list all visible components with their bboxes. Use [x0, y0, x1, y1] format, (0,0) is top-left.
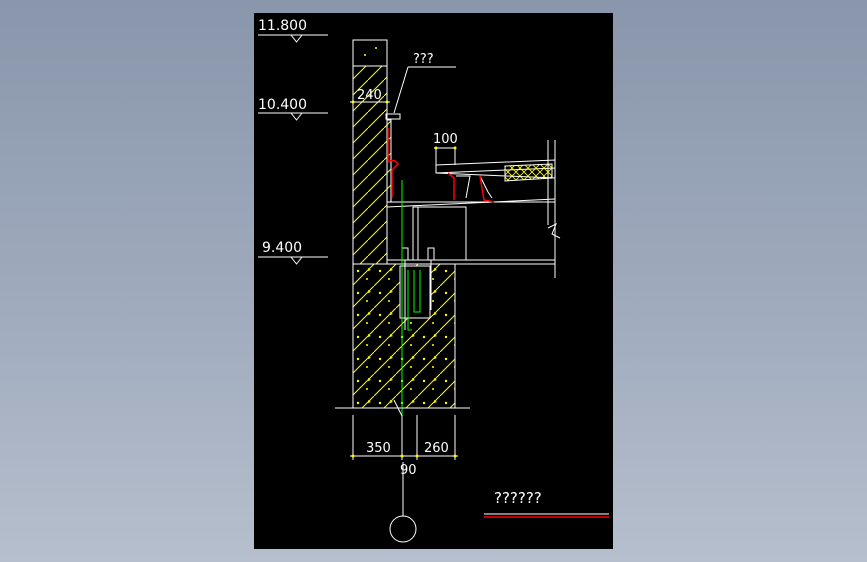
dimension-text: 90	[400, 463, 417, 478]
level-label: 10.400	[258, 97, 307, 113]
dimension-top-width: 240	[350, 88, 390, 104]
dimension-bottom	[350, 415, 458, 460]
rebar	[401, 180, 421, 420]
dimension-text: 100	[433, 132, 458, 147]
level-marker-9400: 9.400	[258, 240, 328, 265]
level-marker-10400: 10.400	[258, 97, 328, 121]
parapet-cap	[352, 39, 388, 67]
flashing	[387, 128, 495, 203]
steel-beam	[386, 140, 561, 278]
dimension-text: 260	[424, 441, 449, 456]
axis-bubble	[389, 515, 417, 543]
callout: ???	[385, 52, 456, 120]
roof-panel	[435, 159, 556, 199]
break-line	[335, 399, 470, 417]
level-label: 9.400	[262, 240, 302, 256]
level-marker-11800: 11.800	[258, 18, 328, 43]
drawing-title: ??????	[494, 489, 542, 507]
callout-label: ???	[413, 52, 434, 67]
level-label: 11.800	[258, 18, 307, 34]
dimension-text: 240	[357, 88, 382, 103]
anchor-bolts	[401, 247, 435, 330]
dimension-flashing: 100	[433, 132, 458, 168]
dimension-text: 350	[366, 441, 391, 456]
